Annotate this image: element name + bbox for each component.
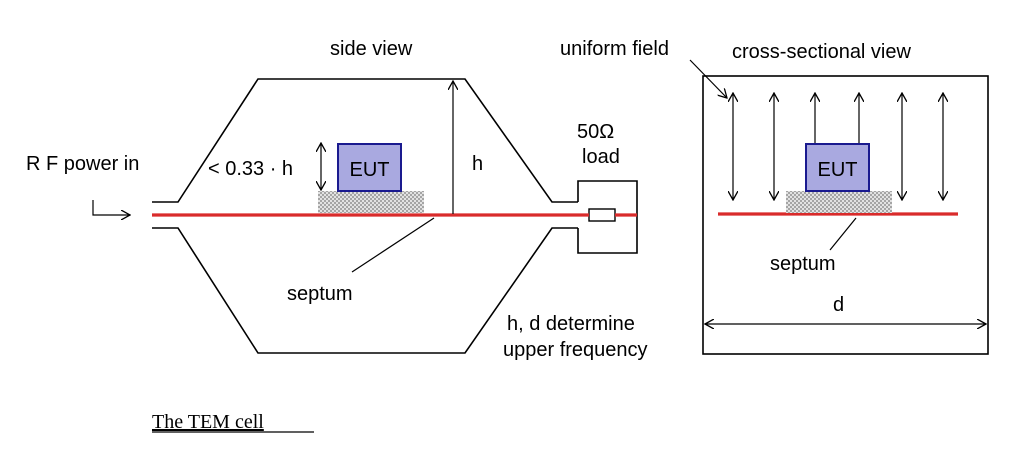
eut-label-side: EUT	[350, 159, 390, 181]
cross-section-box	[702, 75, 989, 355]
cell-outline-bottom	[152, 227, 578, 354]
eut-box-side	[337, 143, 402, 192]
septum-leader-side	[351, 217, 435, 273]
cross-sectional-view-title: cross-sectional view	[732, 41, 912, 63]
load-enclosure	[577, 180, 638, 254]
eut-ground-pad-side	[318, 191, 424, 213]
eut-ground-pad-cross	[786, 191, 892, 213]
uniform-field-pointer	[689, 59, 727, 98]
load-value-label: 50Ω	[577, 121, 614, 143]
septum-leader-cross	[829, 217, 857, 251]
figure-caption: The TEM cell	[152, 411, 264, 433]
rf-input-arrow	[92, 200, 130, 215]
rf-power-in-label: R F power in	[26, 153, 139, 175]
eut-label-cross: EUT	[818, 159, 858, 181]
freq-note-line1: h, d determine	[507, 313, 635, 335]
side-view: EUT side view R F power in < 0.33 · h h …	[26, 38, 648, 361]
side-view-title: side view	[330, 38, 413, 60]
load-resistor	[588, 208, 616, 222]
freq-note-line2: upper frequency	[503, 339, 648, 361]
height-constraint-label: < 0.33 · h	[208, 158, 293, 180]
load-word-label: load	[582, 146, 620, 168]
eut-box-cross	[805, 143, 870, 192]
cross-sectional-view: EUT uniform field cross-sectional view s…	[560, 38, 989, 355]
d-label: d	[833, 294, 844, 316]
h-label: h	[472, 153, 483, 175]
septum-label-side: septum	[287, 283, 353, 305]
cell-outline-top	[152, 78, 578, 203]
septum-label-cross: septum	[770, 253, 836, 275]
uniform-field-label: uniform field	[560, 38, 669, 60]
